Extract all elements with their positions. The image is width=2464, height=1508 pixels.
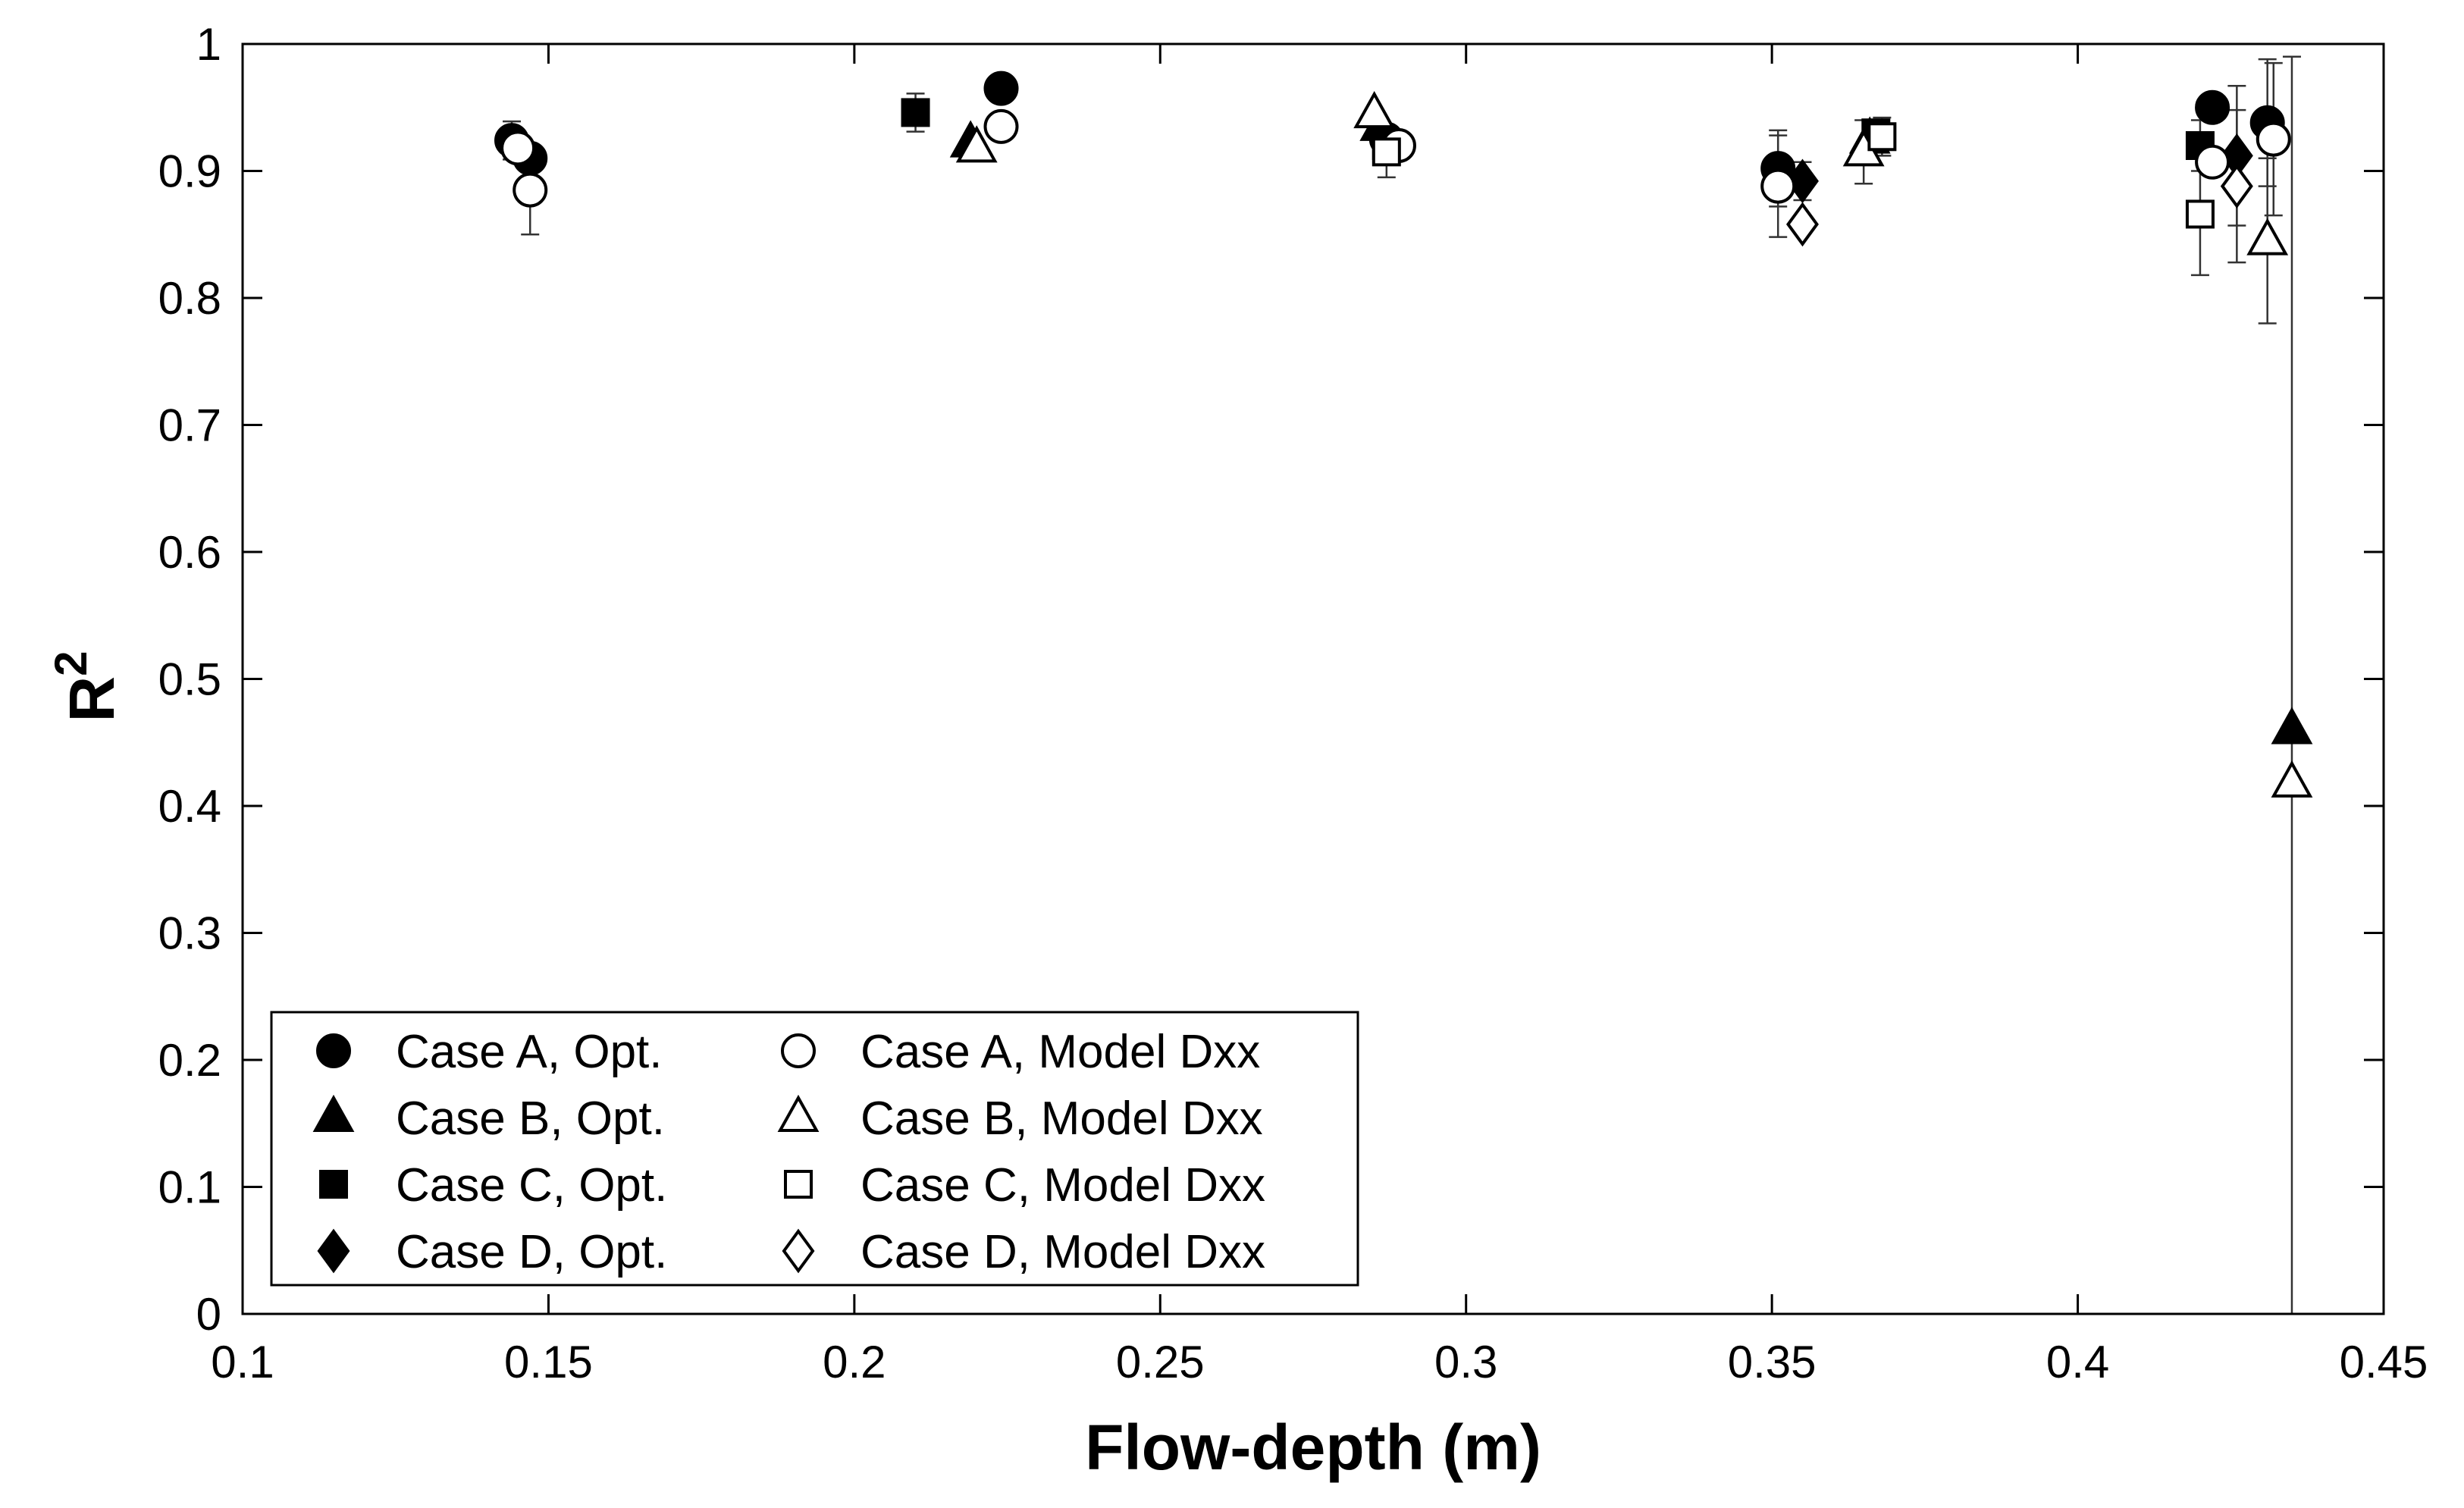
y-axis-title: R2 [45, 651, 127, 722]
data-point-circle-open [2256, 121, 2291, 157]
data-point-circle-open [2195, 144, 2230, 180]
legend-marker-square-filled [319, 1170, 348, 1199]
data-point-square-open [1867, 122, 1897, 152]
data-point-circle-filled [983, 71, 1019, 106]
legend-label: Case C, Model Dxx [861, 1159, 1265, 1212]
y-tick-label: 0.7 [158, 400, 221, 451]
data-point-square-open [1372, 137, 1401, 167]
legend-marker-triangle-filled [312, 1094, 355, 1132]
x-tick-label: 0.4 [2046, 1337, 2109, 1387]
legend-marker-circle-filled [316, 1033, 351, 1068]
y-tick-label: 0.8 [158, 273, 221, 324]
y-axis-title-superscript: 2 [45, 651, 96, 676]
y-tick-label: 0.3 [158, 908, 221, 959]
data-point-square-filled [901, 98, 930, 127]
legend-label: Case D, Model Dxx [861, 1226, 1265, 1278]
y-tick-label: 0.9 [158, 146, 221, 197]
data-point-triangle-open [2271, 760, 2313, 798]
y-tick-label: 0.5 [158, 654, 221, 705]
x-tick-label: 0.25 [1116, 1337, 1205, 1387]
legend-label: Case B, Model Dxx [861, 1093, 1263, 1145]
x-tick-label: 0.3 [1434, 1337, 1497, 1387]
y-tick-label: 0.2 [158, 1035, 221, 1086]
legend-label: Case D, Opt. [396, 1226, 667, 1278]
x-tick-label: 0.45 [2340, 1337, 2428, 1387]
legend: Case A, Opt. Case B, Opt. Case C, Opt. Case… [270, 1011, 1359, 1287]
y-tick-label: 0 [196, 1289, 221, 1340]
data-point-circle-open [500, 130, 536, 166]
legend-marker-triangle-open [777, 1094, 820, 1132]
x-tick-label: 0.1 [211, 1337, 274, 1387]
legend-label: Case A, Opt. [396, 1026, 663, 1078]
data-point-triangle-filled [2271, 707, 2313, 745]
data-point-triangle-open [955, 125, 998, 163]
y-tick-label: 0.4 [158, 781, 221, 832]
data-point-diamond-filled [1786, 158, 1819, 204]
data-point-diamond-open [2220, 164, 2253, 208]
data-point-triangle-open [2246, 218, 2289, 256]
markers-layer [494, 71, 2313, 798]
x-tick-label: 0.2 [823, 1337, 886, 1387]
data-point-circle-filled [2195, 89, 2230, 125]
legend-marker-square-open [784, 1170, 813, 1199]
data-point-square-open [2185, 199, 2215, 229]
x-tick-label: 0.35 [1728, 1337, 1817, 1387]
y-tick-label: 1 [196, 19, 221, 70]
data-point-circle-open [1760, 168, 1796, 204]
data-point-diamond-open [1786, 202, 1819, 247]
data-point-circle-open [513, 172, 548, 208]
x-tick-label: 0.15 [504, 1337, 593, 1387]
y-tick-label: 0.6 [158, 527, 221, 578]
data-point-triangle-open [1353, 91, 1396, 129]
x-axis-title: Flow-depth (m) [1085, 1412, 1541, 1483]
data-point-circle-open [983, 108, 1019, 144]
legend-marker-diamond-filled [317, 1228, 350, 1274]
legend-marker-diamond-open [782, 1228, 815, 1274]
y-axis-title-base: R [56, 676, 127, 723]
legend-marker-circle-open [781, 1033, 816, 1068]
legend-label: Case B, Opt. [396, 1093, 665, 1145]
legend-label: Case C, Opt. [396, 1159, 667, 1212]
legend-label: Case A, Model Dxx [861, 1026, 1260, 1078]
y-tick-label: 0.1 [158, 1162, 221, 1213]
legend-box [270, 1011, 1359, 1287]
